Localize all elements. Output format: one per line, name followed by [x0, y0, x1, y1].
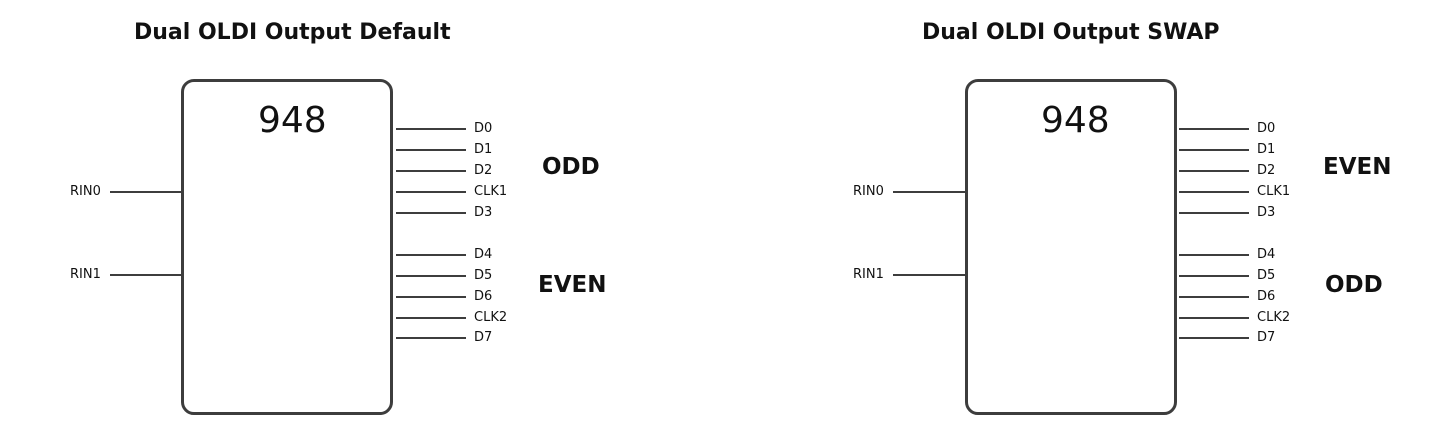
output-pin-line	[396, 170, 466, 172]
output-pin-line	[1179, 212, 1249, 214]
output-pin-label: D6	[474, 289, 493, 304]
chip-label: 948	[1041, 100, 1110, 141]
output-pin-label: D3	[474, 205, 493, 220]
output-pin-label: D6	[1257, 289, 1276, 304]
output-pin-label: CLK1	[474, 184, 508, 199]
output-pin-label: CLK2	[474, 310, 508, 325]
output-pin-line	[396, 275, 466, 277]
output-pin-line	[396, 149, 466, 151]
chip-label: 948	[258, 100, 327, 141]
input-pin-label: RIN1	[70, 267, 101, 282]
output-pin-line	[1179, 275, 1249, 277]
output-pin-label: CLK2	[1257, 310, 1291, 325]
output-pin-line	[1179, 337, 1249, 339]
output-pin-line	[396, 212, 466, 214]
output-pin-line	[1179, 296, 1249, 298]
diagram-title: Dual OLDI Output SWAP	[922, 20, 1220, 45]
diagram-title: Dual OLDI Output Default	[134, 20, 451, 45]
input-pin-label: RIN0	[70, 184, 101, 199]
output-pin-line	[396, 337, 466, 339]
output-pin-label: D2	[474, 163, 493, 178]
chip-box	[181, 79, 393, 415]
input-pin-line	[893, 191, 967, 193]
output-pin-label: D7	[1257, 330, 1276, 345]
output-pin-label: D0	[1257, 121, 1276, 136]
chip-box	[965, 79, 1177, 415]
output-pin-label: D4	[474, 247, 493, 262]
group-label-bottom: EVEN	[538, 272, 607, 298]
output-pin-label: D3	[1257, 205, 1276, 220]
output-pin-line	[1179, 170, 1249, 172]
output-pin-label: D7	[474, 330, 493, 345]
output-pin-label: D2	[1257, 163, 1276, 178]
group-label-top: EVEN	[1323, 154, 1392, 180]
input-pin-label: RIN1	[853, 267, 884, 282]
input-pin-line	[110, 274, 183, 276]
output-pin-label: D1	[474, 142, 493, 157]
input-pin-line	[893, 274, 967, 276]
output-pin-line	[1179, 317, 1249, 319]
output-pin-line	[1179, 191, 1249, 193]
output-pin-label: CLK1	[1257, 184, 1291, 199]
output-pin-line	[396, 254, 466, 256]
output-pin-line	[396, 317, 466, 319]
input-pin-label: RIN0	[853, 184, 884, 199]
output-pin-line	[396, 128, 466, 130]
output-pin-label: D4	[1257, 247, 1276, 262]
output-pin-label: D0	[474, 121, 493, 136]
output-pin-line	[1179, 128, 1249, 130]
output-pin-label: D5	[1257, 268, 1276, 283]
output-pin-line	[396, 296, 466, 298]
output-pin-label: D5	[474, 268, 493, 283]
output-pin-line	[1179, 149, 1249, 151]
output-pin-label: D1	[1257, 142, 1276, 157]
output-pin-line	[1179, 254, 1249, 256]
group-label-bottom: ODD	[1325, 272, 1383, 298]
group-label-top: ODD	[542, 154, 600, 180]
input-pin-line	[110, 191, 183, 193]
output-pin-line	[396, 191, 466, 193]
